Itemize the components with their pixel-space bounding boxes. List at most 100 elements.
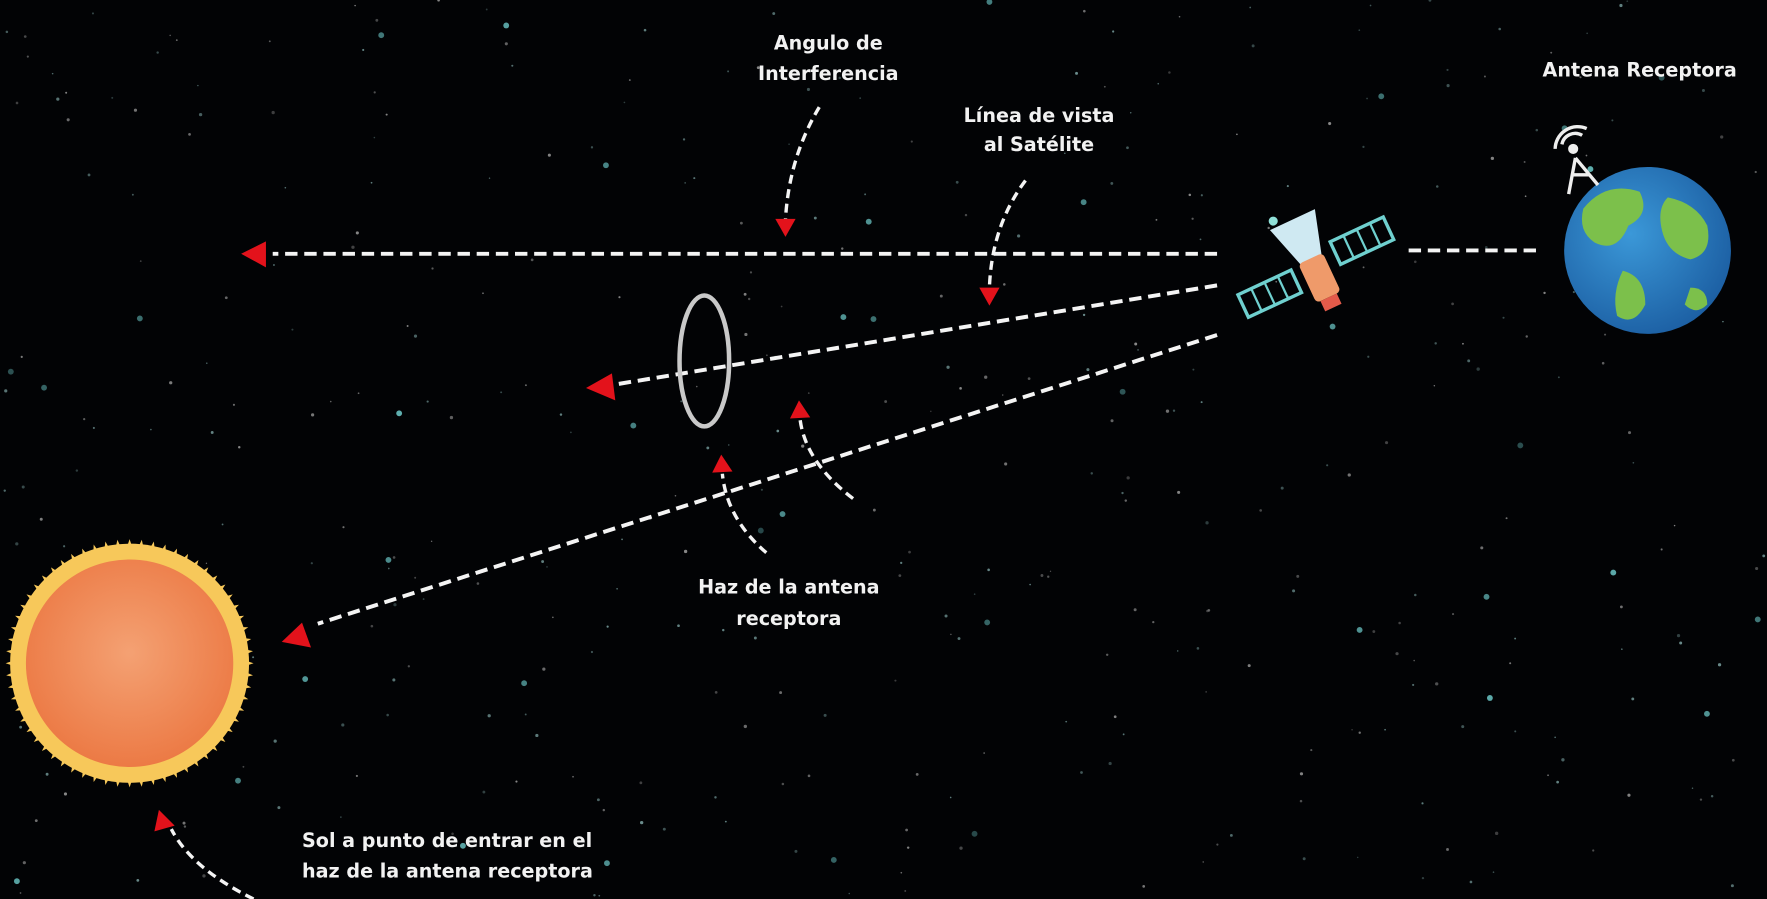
star (915, 772, 919, 776)
star (26, 55, 29, 58)
star (1103, 85, 1106, 88)
star (1762, 554, 1766, 558)
arrow-head (241, 241, 266, 268)
star (224, 296, 228, 300)
star (760, 488, 763, 491)
star (1720, 135, 1724, 139)
pointer-beam-1 (720, 473, 768, 554)
star (727, 70, 730, 73)
star (1433, 385, 1436, 387)
star (357, 392, 360, 395)
star (284, 186, 287, 189)
arrow-head (789, 400, 811, 419)
label-line-of-sight-2: al Satélite (984, 133, 1094, 156)
star (1619, 3, 1623, 8)
star (1142, 885, 1146, 888)
star (488, 177, 491, 179)
star (1126, 476, 1130, 480)
star (1484, 246, 1488, 249)
star (765, 354, 768, 357)
star (1065, 720, 1068, 723)
star (1502, 316, 1505, 319)
star (1356, 627, 1363, 633)
star (355, 774, 358, 778)
star (864, 193, 867, 196)
star (65, 91, 68, 94)
star (547, 153, 551, 157)
star (169, 34, 171, 37)
star (1110, 419, 1114, 423)
star (1658, 74, 1665, 81)
star (1731, 758, 1735, 762)
star (1490, 156, 1495, 161)
star (598, 894, 601, 897)
star (1587, 166, 1594, 173)
star (1112, 30, 1115, 33)
label-receiving-antenna: Antena Receptora (1543, 59, 1737, 82)
star (156, 51, 159, 54)
star (1492, 871, 1495, 873)
star (1152, 620, 1155, 624)
star (1040, 574, 1044, 577)
star (1280, 486, 1284, 490)
star (1514, 637, 1517, 640)
star (1137, 348, 1140, 351)
star (530, 258, 534, 262)
star (476, 582, 480, 585)
star (776, 429, 780, 433)
star (1347, 473, 1351, 477)
star (355, 231, 359, 235)
star (426, 400, 429, 403)
beam-edge-line (317, 333, 1218, 626)
star (210, 431, 214, 434)
star (273, 739, 277, 743)
star (1611, 119, 1614, 122)
star (66, 118, 70, 122)
star (1247, 664, 1251, 668)
star (482, 292, 484, 295)
star (1286, 185, 1289, 188)
star (553, 874, 556, 877)
star (848, 892, 850, 895)
star (939, 294, 943, 298)
star (1480, 546, 1484, 550)
star (1412, 683, 1415, 687)
star (1119, 388, 1126, 395)
star (1126, 146, 1129, 150)
star (1434, 342, 1437, 345)
star (45, 772, 49, 776)
star (238, 446, 241, 449)
star (1229, 833, 1233, 837)
star (865, 218, 872, 225)
star (1165, 409, 1170, 413)
star (602, 808, 606, 812)
star (801, 444, 805, 448)
star (1205, 521, 1209, 525)
star (971, 830, 978, 837)
star (460, 842, 466, 849)
star (1275, 280, 1278, 283)
star (392, 678, 396, 682)
star (232, 403, 235, 406)
star (1585, 154, 1588, 157)
star (302, 676, 309, 682)
star (680, 400, 683, 403)
star (1157, 82, 1160, 85)
star (19, 725, 23, 729)
star (406, 325, 409, 327)
star (511, 64, 514, 67)
star (5, 30, 9, 34)
antenna-tower-icon (1553, 125, 1600, 195)
star (724, 820, 727, 823)
star (1535, 128, 1539, 132)
star (693, 177, 696, 180)
star (590, 146, 594, 149)
star (1367, 355, 1370, 358)
star (1259, 509, 1263, 512)
star (1461, 725, 1465, 729)
star (780, 305, 783, 308)
star (606, 625, 609, 628)
star (639, 781, 643, 785)
star (1673, 524, 1676, 527)
star (75, 469, 79, 472)
